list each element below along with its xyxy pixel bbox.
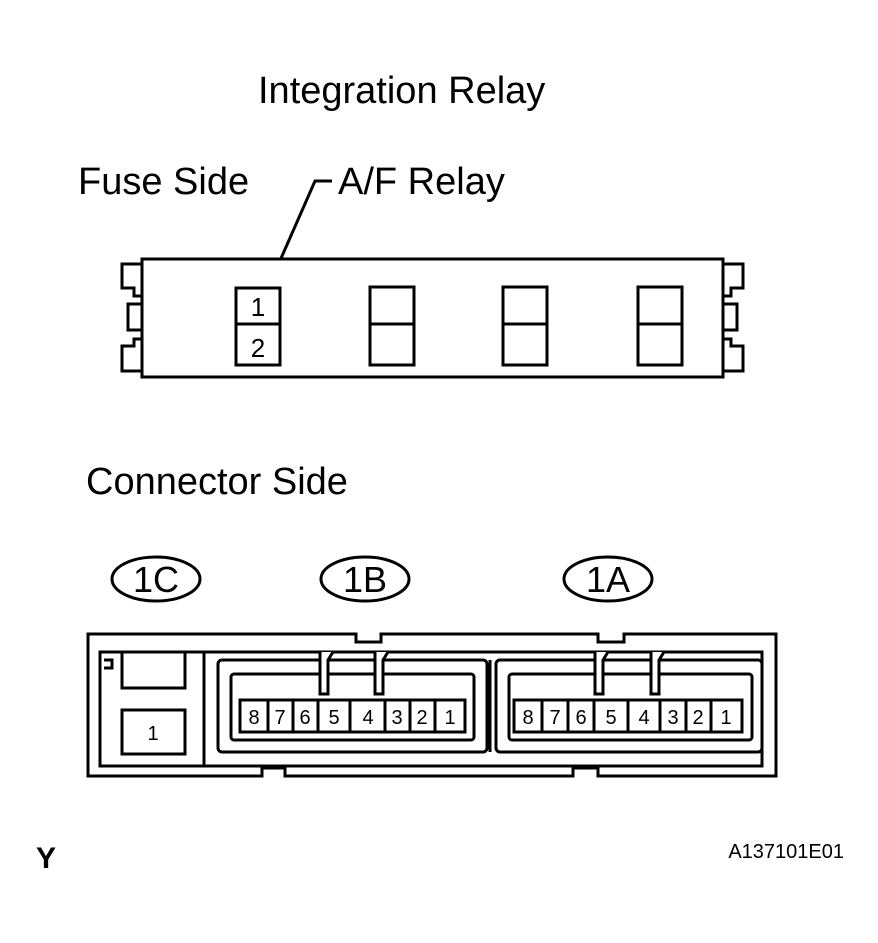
connector-1b-pin-5: 5 [328, 707, 339, 729]
connector-1a: 8 7 6 5 4 3 2 1 [494, 651, 764, 754]
connector-1b-pin-6: 6 [299, 707, 310, 729]
right-clip-mid [723, 302, 739, 332]
connector-1a-pin-3: 3 [667, 707, 678, 729]
right-clip-top [723, 262, 745, 298]
connector-1b-pin-3: 3 [391, 707, 402, 729]
connector-id-1a: 1A [586, 559, 630, 600]
relay-block-body [140, 257, 725, 379]
connector-side-label: Connector Side [86, 461, 348, 503]
connector-id-1b: 1B [343, 559, 387, 600]
relay-socket [636, 285, 684, 367]
connector-1b-pin-8: 8 [248, 707, 259, 729]
view-mark: Y [36, 842, 56, 875]
connector-1a-pin-5: 5 [605, 707, 616, 729]
connector-1a-pin-2: 2 [692, 707, 703, 729]
left-clip-bottom [120, 337, 142, 373]
connector-1b-pin-4: 4 [362, 707, 373, 729]
relay-terminal-1: 1 [251, 292, 265, 322]
left-clip-mid [126, 302, 142, 332]
connector-1b-pin-2: 2 [416, 707, 427, 729]
relay-terminal-2: 2 [251, 333, 265, 363]
connector-1c: 1 [104, 650, 187, 756]
connector-tag-1b: 1B [319, 555, 411, 603]
connector-1b-pin-1: 1 [444, 707, 455, 729]
callout-leader-line [266, 179, 332, 289]
connector-1b-pin-7: 7 [274, 707, 285, 729]
connector-1a-pins: 8 7 6 5 4 3 2 1 [522, 700, 732, 732]
relay-socket [501, 285, 549, 367]
right-clip-bottom [723, 337, 745, 373]
relay-callout-label: A/F Relay [338, 161, 505, 203]
connector-1c-pin-label: 1 [147, 723, 158, 745]
relay-block-fuse-side: 1 2 [120, 257, 745, 379]
af-relay-socket: 1 2 [234, 286, 282, 367]
connector-1c-pin [120, 708, 187, 756]
connector-block-inner-frame [98, 650, 764, 768]
left-clip-top [120, 262, 142, 298]
connector-id-1c: 1C [133, 559, 179, 600]
connector-1a-pin-8: 8 [522, 707, 533, 729]
connector-1a-pin-1: 1 [720, 707, 731, 729]
connector-1b: 8 7 6 5 4 3 2 1 [216, 651, 489, 754]
relay-socket [368, 285, 416, 367]
connector-block: 1 8 7 6 5 4 3 2 [86, 632, 778, 778]
connector-tag-1a: 1A [562, 555, 654, 603]
connector-block-outline [86, 632, 778, 778]
diagram-title: Integration Relay [258, 70, 545, 112]
fuse-side-label: Fuse Side [78, 161, 249, 203]
figure-code: A137101E01 [728, 841, 844, 863]
connector-1a-pin-4: 4 [638, 707, 649, 729]
connector-1a-pin-7: 7 [549, 707, 560, 729]
connector-1b-pins: 8 7 6 5 4 3 2 1 [248, 700, 456, 732]
connector-tag-1c: 1C [110, 555, 202, 603]
connector-1a-pin-6: 6 [575, 707, 586, 729]
